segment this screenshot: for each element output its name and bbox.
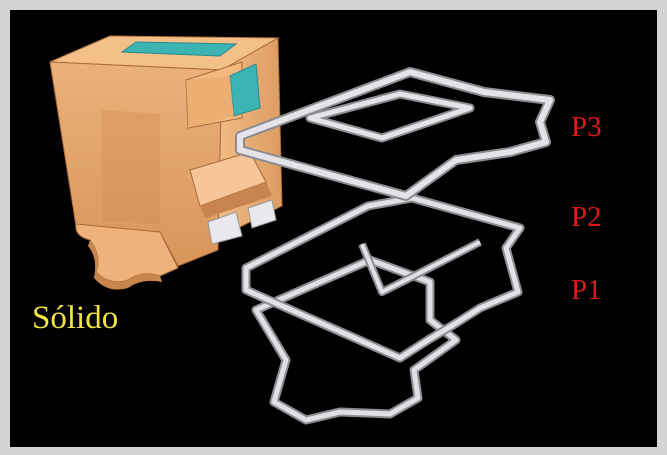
solid-building [50,36,282,290]
diagram-canvas: P3 P2 P1 Sólido [10,10,657,447]
layer-p3-slice [240,72,550,196]
label-solid: Sólido [32,302,118,335]
scene-graphic [10,10,657,447]
label-p1: P1 [571,276,602,305]
label-p2: P2 [571,203,602,232]
label-p3: P3 [571,113,602,142]
layer-p2-slice [246,198,520,358]
